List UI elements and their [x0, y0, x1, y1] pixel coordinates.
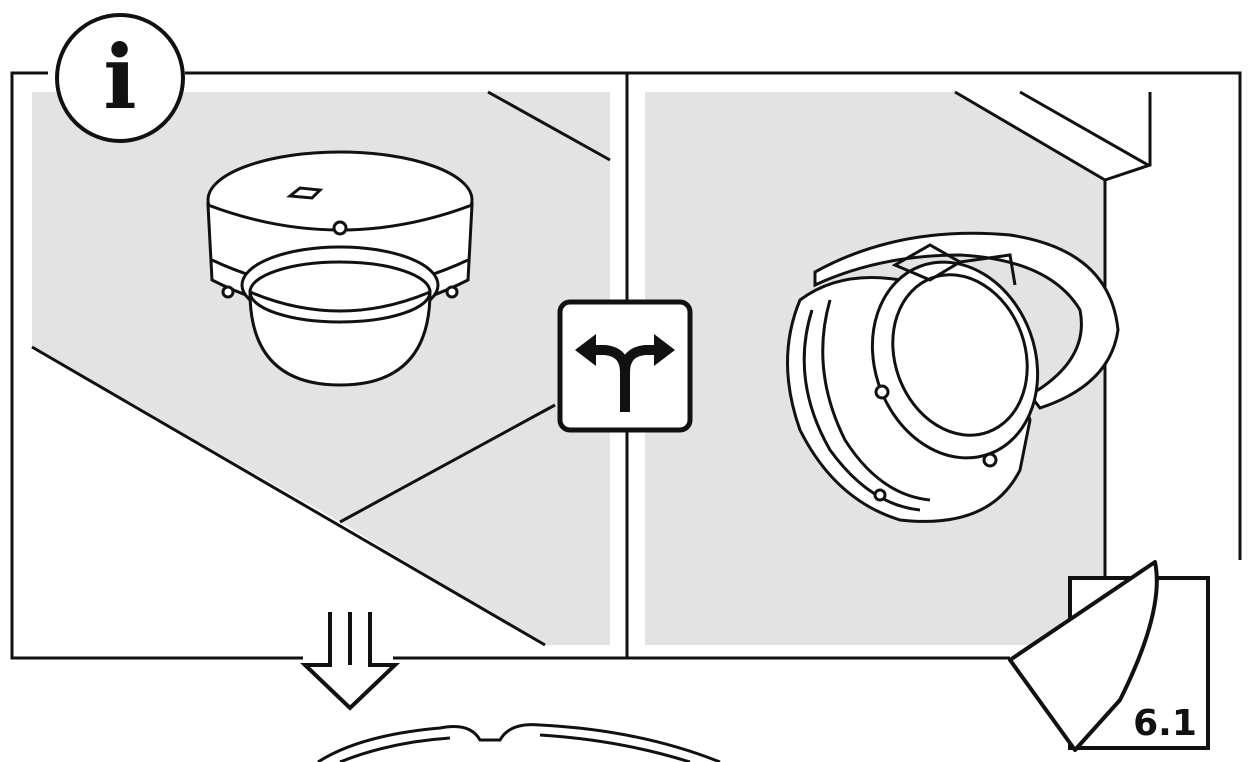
wall-surface-left [340, 400, 610, 645]
corner-line [339, 403, 556, 524]
fork-arrow-icon [557, 299, 693, 433]
page-turn-icon [1008, 560, 1159, 752]
wall-corner-step [1104, 92, 1152, 182]
info-letter: i [103, 25, 136, 129]
page-reference-label: 6.1 [1133, 703, 1197, 744]
double-down-arrow-icon [300, 612, 400, 711]
ceiling-back-line [487, 90, 611, 162]
dome-camera-ceiling-icon [206, 150, 474, 387]
info-icon [55, 13, 185, 143]
ceiling-edge-line [31, 345, 546, 647]
next-step-preview [317, 723, 721, 762]
dome-camera-wall-icon [786, 231, 1120, 523]
right-scene-wall-mount [645, 90, 1152, 645]
wall-top-line-2 [1019, 90, 1149, 167]
wall-top-line-1 [954, 90, 1106, 182]
info-badge: i [55, 13, 185, 143]
page-reference: 6.1 [1008, 560, 1210, 752]
left-scene-ceiling-mount [31, 90, 611, 647]
